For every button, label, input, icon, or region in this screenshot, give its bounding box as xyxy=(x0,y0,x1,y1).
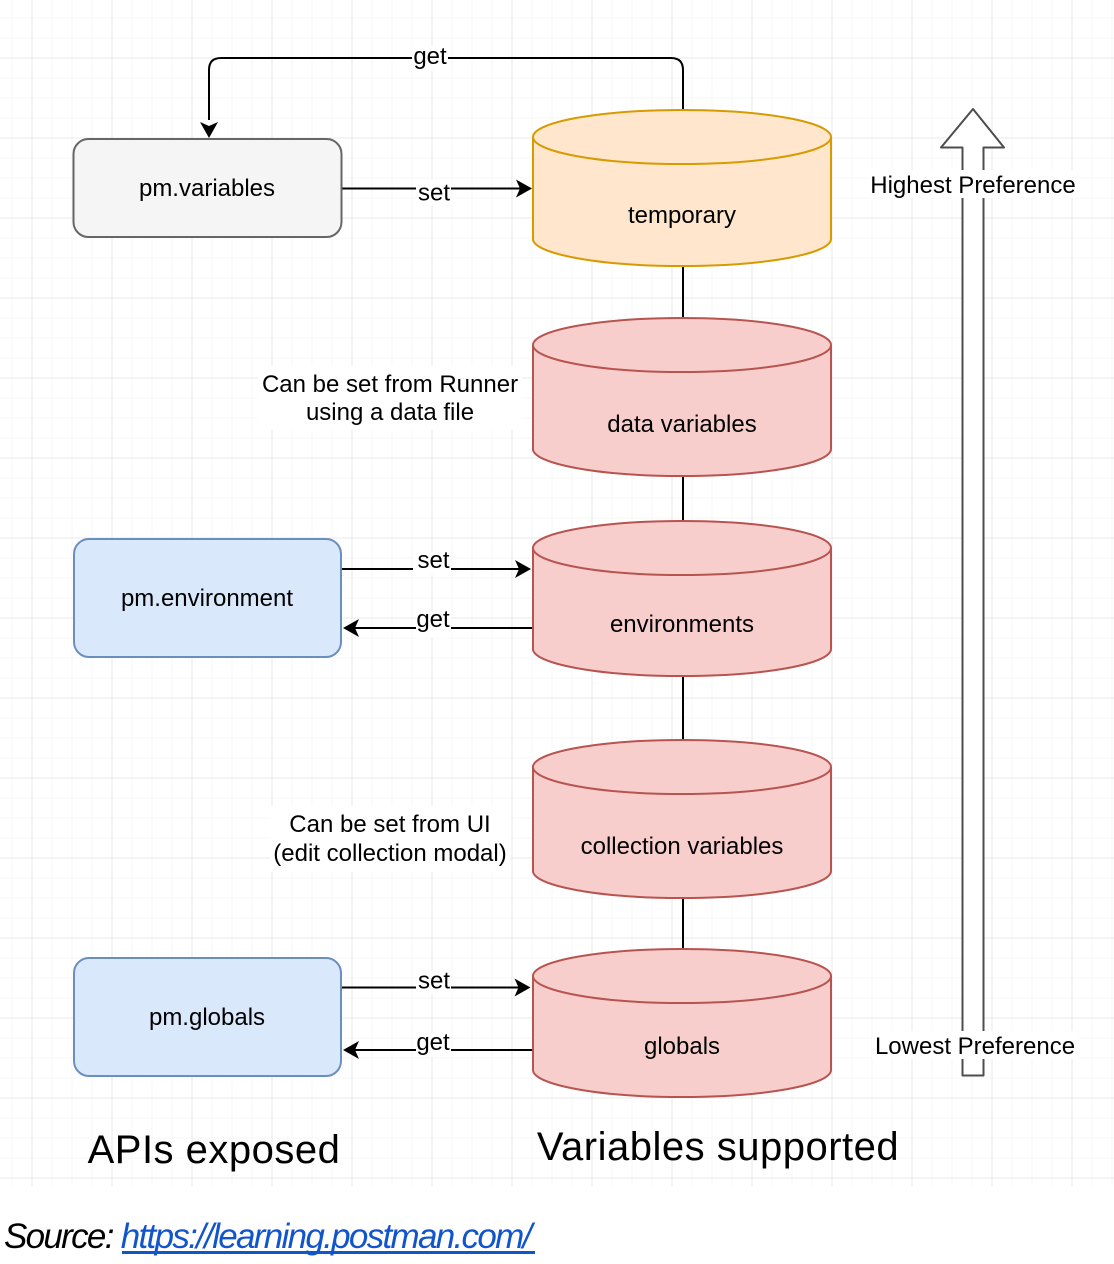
svg-text:Variables supported: Variables supported xyxy=(537,1125,899,1169)
svg-text:Source: https://learning.postm: Source: https://learning.postman.com/ xyxy=(4,1217,536,1256)
svg-text:pm.environment: pm.environment xyxy=(121,585,293,612)
svg-text:pm.variables: pm.variables xyxy=(139,175,275,202)
svg-text:Highest Preference: Highest Preference xyxy=(870,172,1075,199)
svg-text:Can be set from UI: Can be set from UI xyxy=(289,811,490,838)
svg-text:get: get xyxy=(413,43,447,70)
svg-text:set: set xyxy=(418,180,450,207)
svg-text:get: get xyxy=(416,606,450,633)
svg-text:globals: globals xyxy=(644,1033,720,1060)
svg-text:get: get xyxy=(416,1029,450,1056)
svg-text:Can be set from Runner: Can be set from Runner xyxy=(262,371,518,398)
svg-text:environments: environments xyxy=(610,611,754,638)
svg-text:set: set xyxy=(418,968,450,995)
svg-text:temporary: temporary xyxy=(628,202,736,229)
svg-text:set: set xyxy=(417,547,449,574)
svg-text:using a data file: using a data file xyxy=(306,399,474,426)
svg-text:APIs exposed: APIs exposed xyxy=(88,1128,341,1172)
svg-text:Lowest Preference: Lowest Preference xyxy=(875,1033,1075,1060)
svg-text:pm.globals: pm.globals xyxy=(149,1004,265,1031)
svg-text:(edit collection modal): (edit collection modal) xyxy=(273,840,506,867)
svg-text:collection variables: collection variables xyxy=(581,833,784,860)
svg-text:data variables: data variables xyxy=(607,411,756,438)
